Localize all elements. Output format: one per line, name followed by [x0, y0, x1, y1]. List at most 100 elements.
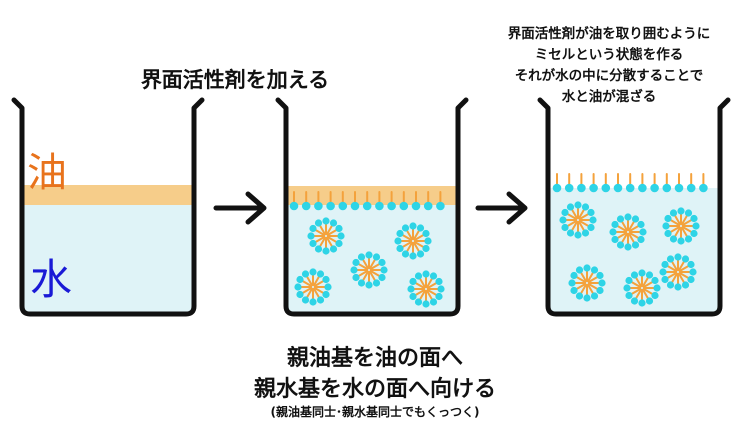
lipophilic-tail [305, 274, 313, 287]
hydrophilic-head [429, 272, 438, 280]
hydrophilic-head [575, 266, 584, 274]
hydrophilic-head [309, 239, 317, 248]
hydrophilic-head [596, 286, 604, 295]
lipophilic-tail [426, 281, 439, 289]
lipophilic-tail [587, 283, 600, 291]
lipophilic-tail [426, 289, 434, 302]
lipophilic-tail [305, 287, 313, 300]
hydrophilic-head [674, 283, 682, 291]
lipophilic-tail [681, 226, 689, 239]
surfactant-molecule [314, 191, 323, 211]
lipophilic-tail [587, 283, 595, 296]
hydrophilic-head [613, 183, 623, 193]
beaker-2-outline [275, 97, 469, 317]
lipophilic-tail [361, 257, 369, 270]
hydrophilic-head [435, 292, 443, 301]
hydrophilic-head [396, 229, 404, 238]
surfactant-molecule [350, 191, 360, 211]
lipophilic-tail [668, 218, 681, 226]
hydrophilic-head [335, 239, 343, 248]
lipophilic-tail [670, 272, 678, 285]
hydrophilic-head [583, 264, 591, 272]
hydrophilic-head [587, 223, 595, 232]
hydrophilic-head [309, 268, 317, 276]
hydrophilic-head [684, 209, 693, 217]
beaker-1 [11, 97, 205, 317]
surfactant-molecule [564, 173, 574, 193]
hydrophilic-head [666, 281, 675, 289]
lipophilic-tail [326, 228, 339, 236]
hydrophilic-head [686, 183, 696, 193]
lipophilic-tail [673, 226, 681, 239]
surfactant-molecule [601, 173, 611, 193]
lipophilic-tail [413, 233, 426, 241]
hydrophilic-head [401, 250, 410, 258]
hydrophilic-head [414, 272, 423, 280]
lipophilic-tail [579, 270, 587, 283]
hydrophilic-head [378, 258, 386, 267]
lipophilic-tail [418, 276, 426, 289]
surfactant-molecule [326, 191, 335, 211]
micelle [407, 270, 445, 308]
micelle-group [559, 201, 700, 307]
lipophilic-tail [400, 233, 413, 241]
step3-caption-line: それが水の中に分散することで [514, 68, 704, 84]
hydrophilic-head [375, 201, 384, 211]
hydrophilic-head [365, 251, 373, 259]
beaker-3 [537, 97, 731, 317]
lipophilic-tail [678, 272, 686, 285]
hydrophilic-head [611, 235, 619, 244]
step3-caption-line: ミセルという状態を作る [534, 47, 684, 63]
beaker-1-oil-layer [23, 185, 195, 205]
lipophilic-tail [413, 241, 426, 249]
micelle [307, 217, 345, 255]
lipophilic-tail [356, 270, 369, 278]
hydrophilic-head [601, 183, 611, 193]
lipophilic-tail [642, 280, 655, 288]
hydrophilic-head [583, 294, 591, 302]
lipophilic-tail [413, 289, 426, 297]
lipophilic-tail [628, 232, 641, 240]
hydrophilic-head [423, 201, 433, 211]
lipophilic-tail [426, 289, 439, 297]
beaker-1-water [23, 205, 195, 312]
lipophilic-tail [678, 264, 691, 272]
micelle [659, 253, 697, 291]
surfactant-monolayer [289, 191, 445, 211]
hydrophilic-head [631, 215, 640, 223]
hydrophilic-head [623, 284, 631, 292]
lipophilic-tail [369, 262, 382, 270]
hydrophilic-head [681, 255, 690, 263]
hydrophilic-head [352, 258, 360, 267]
lipophilic-tail [369, 257, 377, 270]
hydrophilic-head [416, 224, 425, 232]
lipophilic-tail [578, 207, 586, 220]
lipophilic-tail [634, 275, 642, 288]
explanation-note: (親油基同士･親水基同士でもくっつく) [270, 405, 480, 419]
micelle [609, 213, 647, 251]
hydrophilic-head [566, 229, 575, 237]
hydrophilic-head [638, 269, 646, 277]
micelle-group [294, 217, 445, 308]
hydrophilic-head [645, 297, 654, 305]
surfactant-molecule [362, 191, 372, 211]
lipophilic-tail [318, 236, 326, 249]
hydrophilic-head [674, 183, 684, 193]
lipophilic-tail [300, 287, 313, 295]
hydrophilic-head [575, 292, 584, 300]
hydrophilic-head [429, 298, 438, 306]
lipophilic-tail [628, 224, 641, 232]
hydrophilic-head [372, 279, 381, 287]
lipophilic-tail [570, 207, 578, 220]
hydrophilic-head [416, 250, 425, 258]
hydrophilic-head [609, 228, 617, 236]
hydrophilic-head [681, 281, 690, 289]
hydrophilic-head [637, 220, 645, 229]
hydrophilic-head [638, 299, 646, 307]
hydrophilic-head [309, 298, 317, 306]
surfactant-molecule [625, 173, 635, 193]
lipophilic-tail [642, 275, 650, 288]
hydrophilic-head [662, 183, 672, 193]
lipophilic-tail [313, 236, 326, 244]
hydrophilic-head [329, 219, 338, 227]
